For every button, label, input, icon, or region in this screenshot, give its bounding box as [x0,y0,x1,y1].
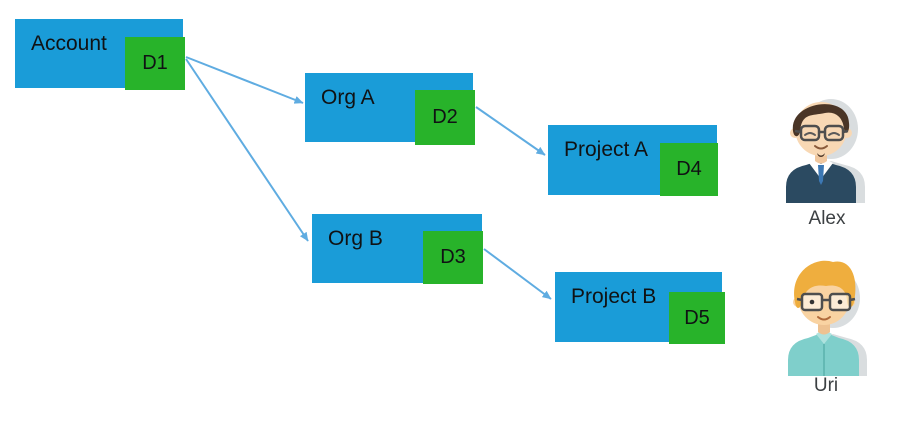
badge-d3: D3 [423,231,483,284]
node-project-a-label: Project A [564,138,649,161]
badge-d4-label: D4 [676,158,702,180]
node-account-label: Account [31,32,107,55]
edge-d1-orga [185,56,304,104]
avatar-alex-icon [786,99,865,203]
badge-d5-label: D5 [684,306,710,329]
badge-d2-label: D2 [432,106,458,128]
edge-d3-projb [483,248,552,300]
badge-d3-label: D3 [440,246,466,268]
badge-d5: D5 [669,292,725,344]
user-name-alex: Alex [808,208,846,229]
badge-d4: D4 [660,143,718,196]
node-org-a-label: Org A [321,86,375,109]
badge-d1-label: D1 [142,52,168,74]
badge-d2: D2 [415,90,475,145]
avatar-uri-icon [788,260,867,376]
node-org-b-label: Org B [328,227,383,250]
edge-d1-orgb [185,58,309,242]
edge-d2-proja [475,106,546,156]
badge-d1: D1 [125,37,185,90]
user-name-uri: Uri [813,375,839,396]
node-project-b-label: Project B [571,285,657,308]
